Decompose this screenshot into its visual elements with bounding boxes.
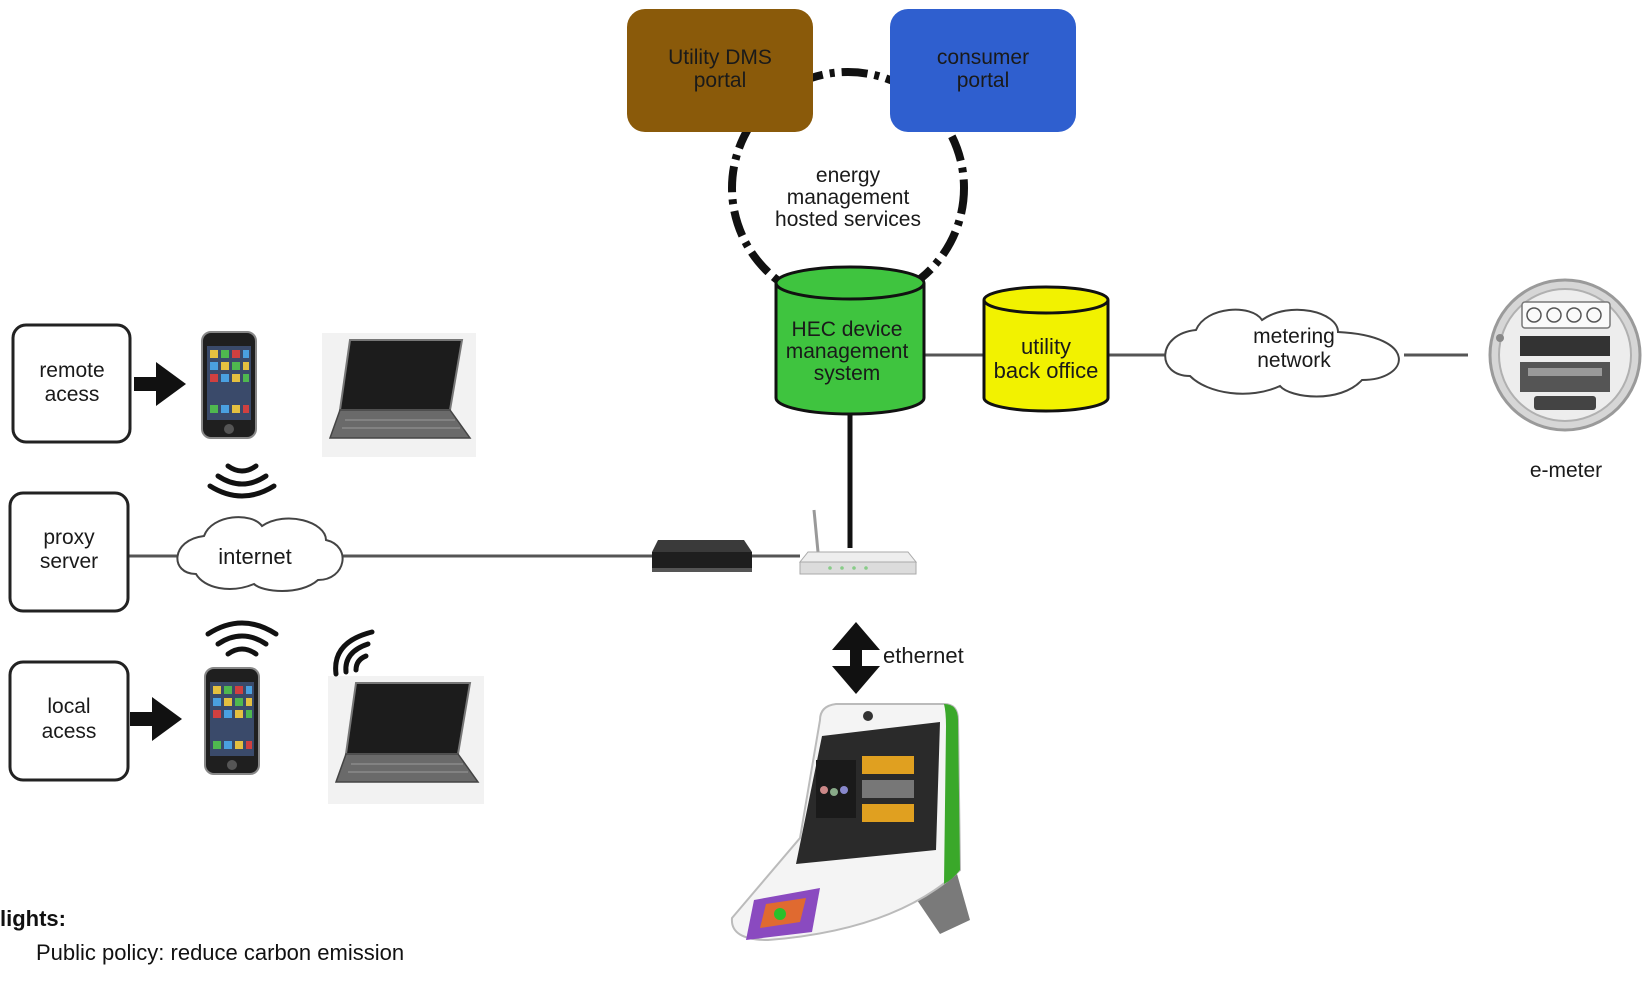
e-meter-icon: [1488, 278, 1642, 432]
remote-access-box: remote acess: [11, 323, 132, 444]
back-office-line2: back office: [994, 358, 1099, 383]
metering-network-line1: metering: [1253, 325, 1335, 348]
consumer-portal-line1: consumer: [937, 46, 1029, 69]
hosted-services-line3: hosted services: [775, 208, 921, 231]
laptop-local-icon: [328, 676, 484, 804]
smartphone-local-icon: [204, 667, 260, 775]
local-access-arrow-icon: [130, 697, 182, 741]
hosted-services-line1: energy: [816, 164, 881, 187]
remote-access-arrow-icon: [134, 362, 186, 406]
proxy-server-line2: server: [40, 550, 98, 573]
ethernet-label: ethernet: [883, 643, 964, 668]
modem-icon: [652, 540, 752, 572]
wireless-router-icon: [798, 509, 918, 575]
footer-bullet-item: Public policy: reduce carbon emission: [36, 940, 405, 965]
internet-cloud-icon: [176, 516, 344, 592]
hosted-services-line2: management: [787, 186, 910, 209]
local-access-line2: acess: [42, 720, 97, 743]
proxy-server-box: proxy server: [8, 491, 130, 613]
metering-network-line2: network: [1257, 349, 1331, 372]
local-access-line1: local: [47, 695, 90, 718]
ethernet-double-arrow-icon: [832, 622, 880, 694]
e-meter-label: e-meter: [1530, 459, 1602, 482]
internet-label: internet: [218, 544, 291, 569]
laptop-remote-icon: [322, 333, 476, 457]
proxy-server-line1: proxy: [43, 526, 95, 549]
utility-dms-portal-line2: portal: [694, 69, 747, 92]
hec-system-line2: management: [786, 340, 909, 363]
wireless-signal-remote-icon: [207, 463, 277, 499]
connection-lines: [128, 353, 1468, 558]
back-office-database-icon: [982, 285, 1110, 413]
consumer-portal-line2: portal: [957, 69, 1010, 92]
consumer-portal: consumer portal: [890, 9, 1076, 132]
footer-heading: lights:: [0, 906, 66, 931]
utility-dms-portal-line1: Utility DMS: [668, 46, 772, 69]
remote-access-line1: remote: [39, 359, 104, 382]
local-access-box: local acess: [8, 660, 130, 782]
remote-access-line2: acess: [45, 383, 100, 406]
wireless-signal-laptop-icon: [333, 629, 375, 677]
smartphone-remote-icon: [201, 331, 257, 439]
wireless-signal-local-icon: [205, 620, 279, 657]
hec-system-database-icon: [774, 265, 926, 416]
home-energy-controller-icon: [730, 703, 970, 942]
back-office-line1: utility: [1021, 334, 1071, 359]
utility-dms-portal: Utility DMS portal: [627, 9, 813, 132]
hec-system-line1: HEC device: [792, 318, 903, 341]
hec-system-line3: system: [814, 362, 881, 385]
metering-network-cloud-icon: [1164, 308, 1400, 398]
